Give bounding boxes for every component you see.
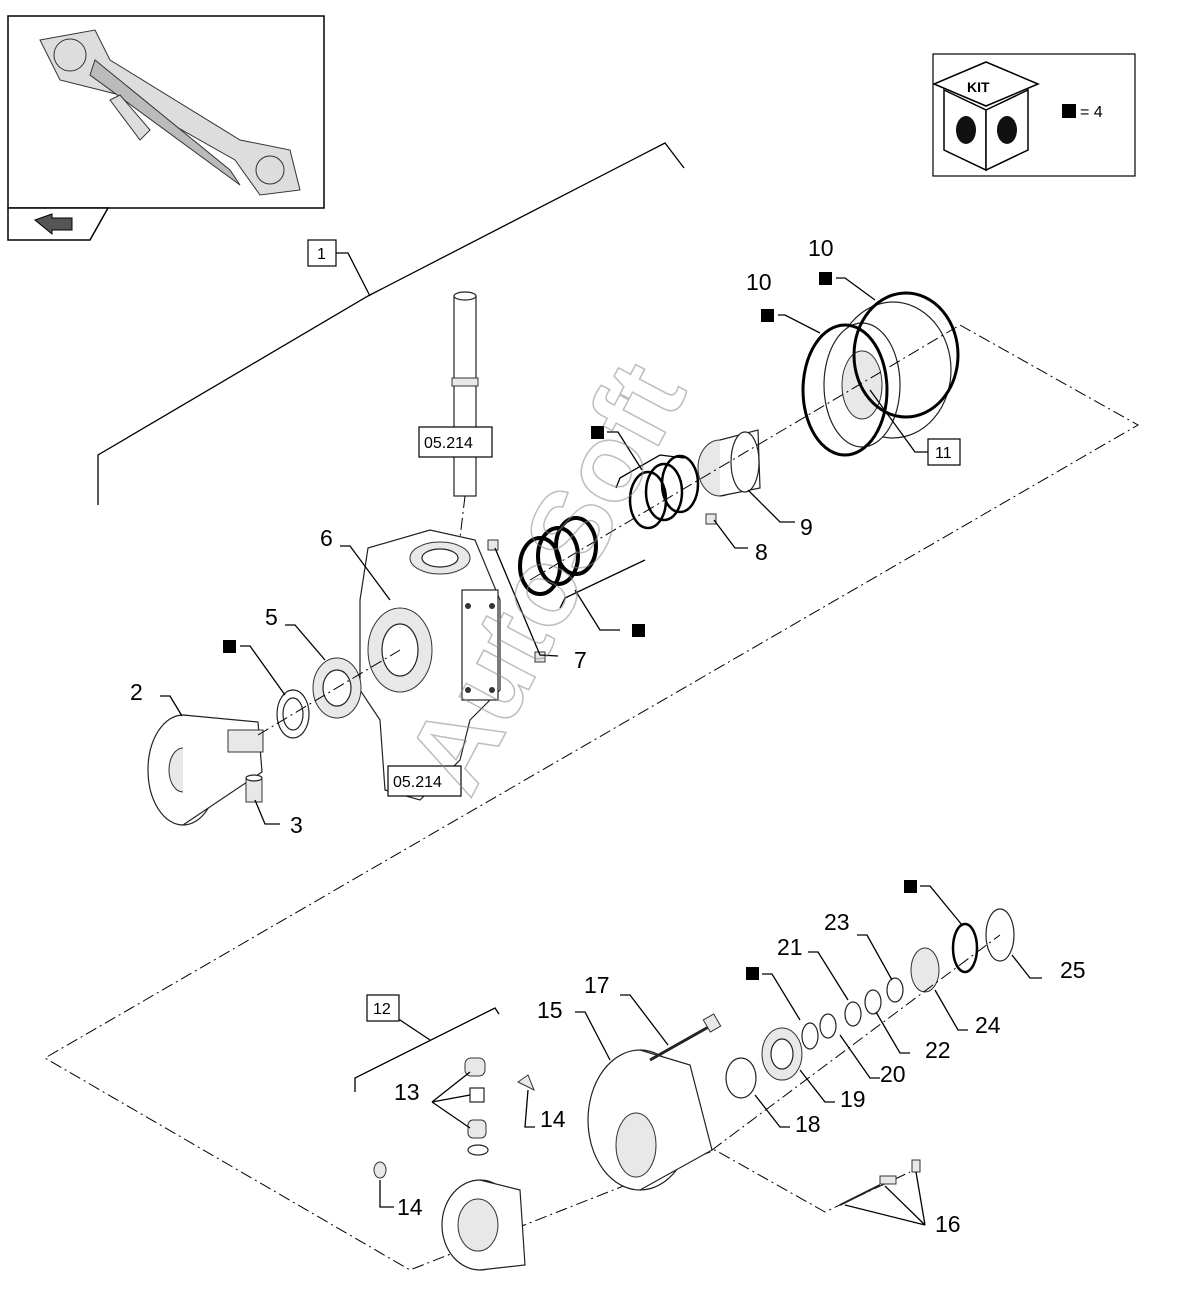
hub-bolt[interactable] [649,1013,722,1062]
dowel-pins[interactable] [839,1159,921,1206]
callout-9: 9 [800,514,813,540]
o-ring-large[interactable] [801,291,960,457]
drive-flange[interactable] [147,714,264,826]
callout-10: 10 [746,269,772,295]
callout-10: 10 [808,235,834,261]
shim-rings[interactable] [801,977,904,1050]
kit-marker-icon [1062,104,1076,118]
callout-3: 3 [290,812,303,838]
callout-13: 13 [394,1079,420,1105]
svg-text:1: 1 [317,246,326,263]
o-ring-set-left[interactable] [518,516,598,596]
callout-17: 17 [584,972,610,998]
callout-box-12[interactable]: 12 [366,994,400,1022]
bearing-cup[interactable] [910,947,940,993]
group-bracket-1 [97,142,685,505]
callout-box-11[interactable]: 11 [927,438,961,466]
callout-14: 14 [540,1106,566,1132]
kit-cube-icon [932,61,1040,172]
callout-2: 2 [130,679,143,705]
callout-5: 5 [265,604,278,630]
callout-labels: 10 10 6 5 2 3 7 8 9 23 21 25 24 22 20 19… [130,235,1086,1237]
grease-fitting[interactable] [487,513,717,663]
steering-knuckle[interactable] [359,529,501,801]
boundary-line [44,324,1140,1271]
group-bracket-12 [354,1007,500,1092]
svg-text:12: 12 [373,1001,391,1018]
callout-8: 8 [755,539,768,565]
planet-carrier[interactable] [441,1179,526,1271]
callout-23: 23 [824,909,850,935]
callout-15: 15 [537,997,563,1023]
kit-legend: KIT = 4 [932,53,1136,177]
callout-22: 22 [925,1037,951,1063]
hub-bearing[interactable] [761,1027,803,1081]
o-ring-set-right[interactable] [628,454,700,530]
oil-seal[interactable] [276,689,310,739]
svg-text:05.214: 05.214 [424,435,473,452]
callout-18: 18 [795,1111,821,1137]
planet-pin-set[interactable] [464,1057,489,1156]
svg-text:11: 11 [935,445,952,462]
kit-marker-icon [223,272,917,980]
back-navigation-button[interactable] [7,207,110,241]
callout-box-1[interactable]: 1 [307,239,337,267]
snap-ring[interactable] [951,908,1015,974]
kit-label: KIT [967,79,990,95]
callout-14: 14 [397,1194,423,1220]
svg-text:05.214: 05.214 [393,774,442,791]
hub-seal[interactable] [725,1057,757,1099]
reference-box-top[interactable]: 05.214 [418,426,493,458]
king-pin[interactable] [451,291,479,497]
callout-25: 25 [1060,957,1086,983]
overview-thumbnail[interactable] [7,15,325,209]
kit-legend-value: = 4 [1080,104,1103,121]
wheel-bolt[interactable] [245,774,263,803]
callout-21: 21 [777,934,803,960]
callout-16: 16 [935,1211,961,1237]
hub-carrier[interactable] [697,429,761,497]
retaining-clip[interactable] [373,1074,535,1179]
leader-lines [160,277,1042,1226]
callout-24: 24 [975,1012,1001,1038]
reference-box-bottom[interactable]: 05.214 [387,765,462,797]
callout-19: 19 [840,1086,866,1112]
back-arrow-icon [33,213,73,236]
wheel-hub[interactable] [587,1049,713,1191]
callout-7: 7 [574,647,587,673]
callout-6: 6 [320,525,333,551]
callout-20: 20 [880,1061,906,1087]
